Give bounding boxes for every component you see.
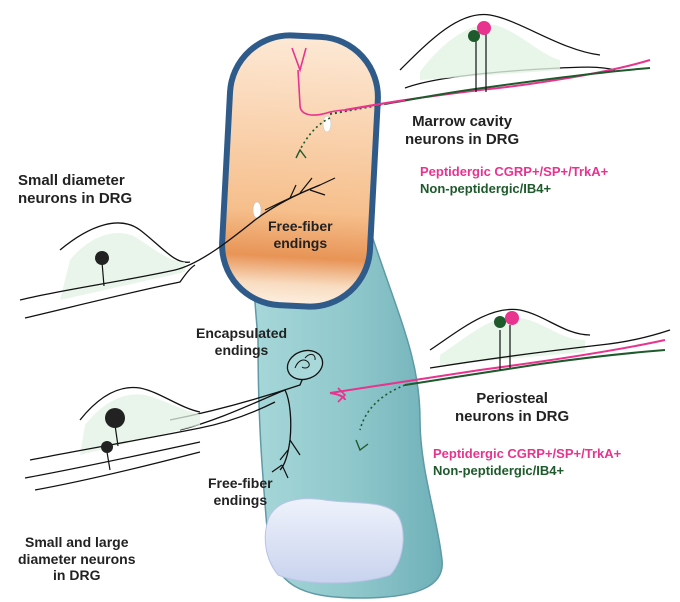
- label-small-large: Small and large diameter neurons in DRG: [18, 534, 136, 584]
- ganglion-small: [19, 177, 336, 319]
- marrow-cavity: [219, 32, 381, 310]
- legend-bottom-non-peptidergic: Non-peptidergic/IB4+: [433, 463, 565, 478]
- legend-top-non-peptidergic: Non-peptidergic/IB4+: [420, 181, 552, 196]
- label-marrow-cavity: Marrow cavity neurons in DRG: [405, 113, 520, 148]
- ganglion-marrow: [329, 13, 651, 115]
- label-free-fiber-top: Free-fiber endings: [268, 218, 333, 251]
- legend-bottom-peptidergic: Peptidergic CGRP+/SP+/TrkA+: [433, 446, 622, 461]
- label-small-diameter: Small diameter neurons in DRG: [18, 172, 133, 207]
- bone-fibers: [169, 349, 324, 479]
- ganglion-small-large: [24, 386, 276, 491]
- label-encapsulated: Encapsulated endings: [196, 325, 288, 358]
- marrow-fibers: [291, 47, 346, 159]
- legend-top-peptidergic: Peptidergic CGRP+/SP+/TrkA+: [420, 164, 609, 179]
- ganglion-periosteal: [329, 308, 671, 452]
- label-free-fiber-bottom: Free-fiber endings: [208, 475, 273, 508]
- bone: [247, 214, 443, 599]
- label-periosteal: Periosteal neurons in DRG: [455, 390, 570, 425]
